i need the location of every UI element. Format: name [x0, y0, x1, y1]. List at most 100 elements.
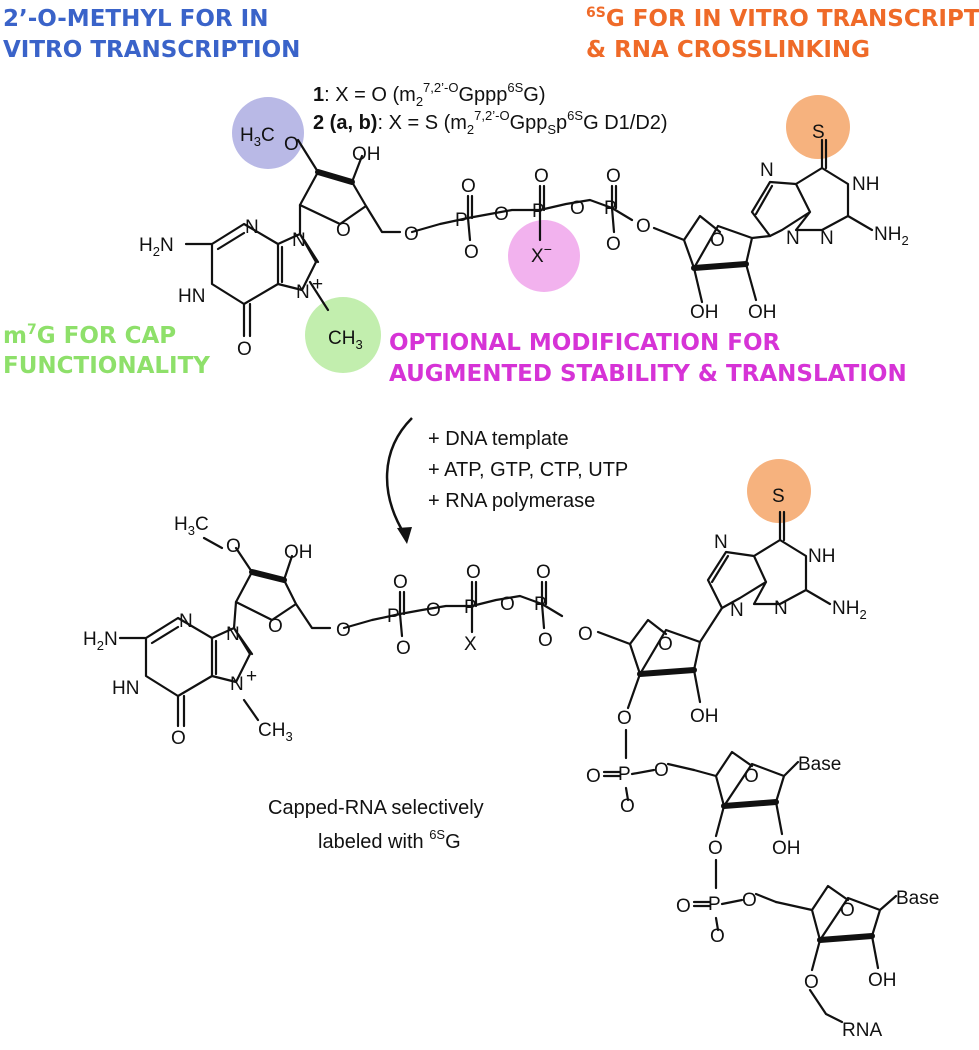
top-p1-o: O — [461, 176, 476, 197]
bottom-n3-atom: N — [179, 611, 193, 632]
top-p1: P — [455, 210, 468, 231]
bottom-base-label-2: Base — [896, 888, 939, 909]
top-n3-atom: N — [245, 217, 259, 238]
s6g-heading-rest: G FOR IN VITRO TRANSCRIPTION — [606, 6, 979, 32]
bottom-h3c-label: H3C — [174, 514, 209, 538]
bottom-p2: P — [464, 597, 477, 618]
product-caption-line1: Capped-RNA selectively — [268, 797, 484, 819]
bottom-thioguanine-bonds — [706, 510, 832, 610]
bottom-guanine-ring-bonds — [118, 600, 260, 728]
top-ribose2-wedge — [691, 261, 749, 271]
m7g-m: m — [3, 323, 27, 349]
top-o-bridge1: O — [404, 224, 419, 245]
bottom-ribose2-bonds — [596, 606, 724, 710]
top-p3-ominus: O — [606, 234, 621, 255]
bottom-p2-o: O — [466, 562, 481, 583]
top-p2: P — [532, 201, 545, 222]
bottom-p5-ominus: O — [710, 926, 725, 947]
top-n7b-atom: N — [760, 160, 774, 181]
bottom-ribose1-bonds — [202, 536, 332, 630]
bottom-nh-atom: NH — [808, 546, 835, 567]
bottom-ch3-label: CH3 — [258, 720, 293, 744]
bottom-ribose3-bonds — [692, 750, 800, 838]
bottom-ribose4-wedge — [817, 933, 875, 943]
reagent-dna-template: + DNA template — [428, 428, 569, 450]
bottom-h2n-label: H2N — [83, 629, 118, 653]
bottom-ribose3-wedge — [721, 799, 779, 809]
bottom-phosphate4-bonds — [602, 728, 696, 802]
bottom-ribose2-wedge — [637, 667, 697, 677]
bottom-ribose2-oh: OH — [690, 706, 719, 727]
bottom-n7b-atom: N — [714, 532, 728, 553]
top-n3b-atom: N — [820, 228, 834, 249]
bottom-nh2-label: NH2 — [832, 598, 867, 622]
bottom-ribose4-o: O — [840, 900, 855, 921]
bottom-p1-o: O — [393, 572, 408, 593]
bottom-p5-o: O — [676, 896, 691, 917]
reaction-arrowhead — [397, 527, 412, 544]
top-p3-o: O — [606, 166, 621, 187]
bottom-ribose3-o: O — [744, 766, 759, 787]
top-o6-atom: O — [237, 339, 252, 360]
bottom-ribose2-ring — [628, 618, 668, 646]
bottom-ribose4-bonds — [774, 884, 898, 1024]
m7g-heading-line2: FUNCTIONALITY — [3, 353, 210, 379]
top-p3: P — [604, 198, 617, 219]
m7g-heading-line1: m7G FOR CAP — [3, 322, 176, 349]
bottom-o-bridge4: O — [578, 624, 593, 645]
n7-methyl-highlight-circle — [305, 297, 381, 373]
top-o-bridge2: O — [494, 204, 509, 225]
top-o-bridge4: O — [636, 216, 651, 237]
top-ch3-label: CH3 — [328, 328, 363, 352]
m7g-sup: 7 — [27, 322, 37, 338]
bottom-x-atom: X — [464, 634, 477, 655]
bottom-ribose3-oh: OH — [772, 838, 801, 859]
bottom-o-bridge1: O — [336, 620, 351, 641]
top-ribose2-o: O — [710, 230, 725, 251]
top-ribose1-bonds — [296, 138, 402, 234]
top-guanine-ring-bonds — [184, 203, 330, 338]
top-nh-atom: NH — [852, 174, 879, 195]
top-p2-o: O — [534, 166, 549, 187]
top-ribose1-oh: OH — [352, 144, 381, 165]
bottom-p3: P — [534, 594, 547, 615]
bottom-ribose4-oh: OH — [868, 970, 897, 991]
top-s-atom: S — [812, 122, 825, 143]
reaction-arrow — [385, 417, 413, 536]
bottom-p4-obridge: O — [654, 760, 669, 781]
s6g-heading-line2: & RNA CROSSLINKING — [586, 37, 870, 63]
bottom-p3-ominus: O — [538, 630, 553, 651]
top-n7-atom: N — [296, 282, 310, 303]
top-p1-ominus: O — [464, 242, 479, 263]
s6g-heading-sup: 6S — [586, 5, 606, 21]
bottom-p1-ominus: O — [396, 638, 411, 659]
bottom-o-bridge2: O — [426, 600, 441, 621]
bottom-p3-o: O — [536, 562, 551, 583]
bottom-s-atom: S — [772, 486, 785, 507]
top-o-bridge3: O — [570, 198, 585, 219]
reagent-rna-polymerase: + RNA polymerase — [428, 490, 595, 512]
bottom-n9b-atom: N — [730, 600, 744, 621]
bottom-p1: P — [387, 606, 400, 627]
thio-highlight-circle-bottom — [747, 459, 811, 523]
compound-1-label: 1: X = O (m27,2’-OGppp6SG) — [313, 80, 546, 109]
top-n1-atom: HN — [178, 286, 205, 307]
methyl-heading-line2: VITRO TRANSCRIPTION — [3, 37, 300, 63]
bottom-ribose1-o: O — [268, 616, 283, 637]
bottom-o-bridge3: O — [500, 594, 515, 615]
top-triphosphate-bonds — [410, 184, 634, 242]
methyl-heading-line1: 2’-O-METHYL FOR IN — [3, 6, 268, 32]
m7g-rest: G FOR CAP — [37, 323, 176, 349]
bottom-ribose1-oh: OH — [284, 542, 313, 563]
bottom-o6-atom: O — [171, 728, 186, 749]
top-h3c-label: H3C — [240, 125, 275, 149]
top-n7-plus: + — [312, 274, 323, 295]
s6g-heading-line1: 6SG FOR IN VITRO TRANSCRIPTION — [586, 5, 979, 32]
bottom-ribose2-o: O — [658, 634, 673, 655]
bottom-p5-obridge: O — [742, 890, 757, 911]
top-methoxy-o: O — [284, 134, 299, 155]
top-ribose2-oh2: OH — [748, 302, 777, 323]
top-thioguanine-bonds — [750, 138, 874, 238]
bottom-base-label-1: Base — [798, 754, 841, 775]
